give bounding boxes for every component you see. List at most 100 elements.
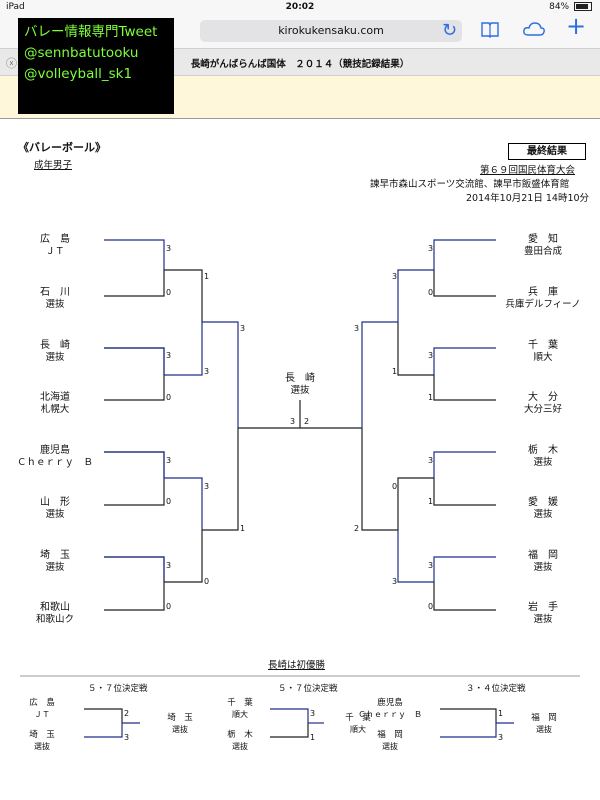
team-pref: 愛 知 (528, 234, 558, 245)
right-r1-score: 0 (428, 602, 434, 611)
placement-top-score: 3 (310, 709, 316, 718)
right-team-6: 愛 媛選抜 (498, 497, 588, 521)
team-name: 選抜 (533, 509, 553, 520)
team-pref: 岩 手 (528, 602, 558, 613)
team-name: 選抜 (382, 742, 398, 751)
date-time: 2014年10月21日 14時10分 (466, 193, 590, 204)
team-name: 順大 (350, 725, 366, 734)
left-r1-score: 0 (166, 288, 172, 297)
left-team-3: 長 崎選抜 (10, 340, 100, 364)
team-pref: 栃 木 (528, 445, 558, 456)
reload-icon[interactable]: ↻ (442, 20, 458, 41)
placement-bottom-team: 栃 木選抜 (200, 730, 280, 752)
team-name: ＪＴ (34, 710, 50, 719)
right-r1-score: 3 (428, 244, 434, 253)
champion-label: 長 崎 選抜 (255, 373, 345, 397)
champion-note: 長崎は初優勝 (268, 660, 326, 671)
team-pref: 埼 玉 (167, 713, 193, 723)
right-team-7: 福 岡選抜 (498, 550, 588, 574)
right-team-2: 兵 庫兵庫デルフィーノ (498, 287, 588, 311)
left-r2-score: 1 (204, 272, 210, 281)
final-score-left: 3 (290, 417, 296, 426)
left-r1-score: 3 (166, 561, 172, 570)
team-pref: 埼 玉 (29, 730, 55, 740)
overlay-line-2: @sennbatutooku (24, 45, 139, 61)
placement-bottom-team: 埼 玉選抜 (2, 730, 82, 752)
champion-team: 選抜 (290, 385, 310, 396)
new-tab-icon[interactable]: + (566, 12, 587, 40)
team-pref: 北海道 (40, 392, 70, 403)
team-name: 選抜 (45, 509, 65, 520)
overlay-line-3: @volleyball_sk1 (24, 66, 133, 82)
team-name: 兵庫デルフィーノ (505, 299, 581, 310)
left-r1-score: 0 (166, 497, 172, 506)
team-pref: 福 岡 (377, 730, 403, 740)
team-pref: 福 岡 (528, 550, 558, 561)
team-pref: 鹿児島 (40, 445, 70, 456)
placement-bottom-team: 福 岡選抜 (350, 730, 430, 752)
placement-top-team: 千 葉順大 (200, 698, 280, 720)
close-tab-icon[interactable]: ⓧ (6, 57, 17, 70)
right-r1-score: 3 (428, 456, 434, 465)
battery-icon (574, 2, 592, 11)
placement-winner: 千 葉順大 (318, 713, 398, 735)
placement-winner: 福 岡選抜 (504, 713, 584, 735)
placement-top-team: 広 島 ＪＴ (2, 698, 82, 720)
team-name: 選抜 (45, 352, 65, 363)
left-r1-score: 0 (166, 602, 172, 611)
placement-winner: 埼 玉選抜 (140, 713, 220, 735)
right-r1-score: 1 (428, 393, 434, 402)
address-bar[interactable]: kirokukensaku.com (200, 20, 462, 42)
team-name: 順大 (232, 710, 248, 719)
right-sf-score: 2 (354, 524, 360, 533)
placement-title: ３・４位決定戦 (466, 684, 526, 694)
team-name: 選抜 (45, 562, 65, 573)
left-r2-score: 0 (204, 577, 210, 586)
right-team-8: 岩 手選抜 (498, 602, 588, 626)
team-name: 選抜 (533, 614, 553, 625)
team-name: 選抜 (45, 299, 65, 310)
right-sf-score: 3 (354, 324, 360, 333)
team-name: 豊田合成 (523, 246, 562, 257)
left-team-8: 和歌山和歌山ク (10, 602, 100, 626)
placement-top-score: 1 (498, 709, 504, 718)
right-r1-score: 0 (428, 288, 434, 297)
clock: 20:02 (285, 2, 315, 12)
team-name: 選抜 (536, 725, 552, 734)
page-title: 《バレーボール》 (18, 141, 106, 154)
team-name: 順大 (533, 352, 553, 363)
placement-bottom-score: 3 (124, 733, 130, 742)
right-r1-score: 3 (428, 351, 434, 360)
left-r1-score: 3 (166, 351, 172, 360)
team-name: 選抜 (533, 457, 553, 468)
right-team-3: 千 葉順大 (498, 340, 588, 364)
left-team-4: 北海道札幌大 (10, 392, 100, 416)
tab-title[interactable]: 長崎がんばらんば国体 ２０１４（競技記録結果） (190, 59, 410, 70)
placement-bottom-score: 1 (310, 733, 316, 742)
placement-title: ５・７位決定戦 (88, 684, 148, 694)
team-name: 和歌山ク (35, 614, 74, 625)
final-score-right: 2 (304, 417, 310, 426)
team-name: 選抜 (232, 742, 248, 751)
bookmarks-icon[interactable] (480, 20, 500, 43)
team-pref: 広 島 (29, 698, 55, 708)
placement-top-score: 2 (124, 709, 130, 718)
right-r1-score: 3 (428, 561, 434, 570)
cloud-tabs-icon[interactable] (522, 20, 546, 43)
team-name: 選抜 (34, 742, 50, 751)
team-pref: 栃 木 (227, 730, 253, 740)
team-pref: 愛 媛 (528, 497, 558, 508)
left-team-2: 石 川選抜 (10, 287, 100, 311)
right-team-1: 愛 知豊田合成 (498, 234, 588, 258)
right-r2-score: 1 (392, 367, 398, 376)
team-pref: 大 分 (528, 392, 558, 403)
left-r2-score: 3 (204, 482, 210, 491)
team-pref: 千 葉 (528, 340, 558, 351)
champion-pref: 長 崎 (285, 373, 315, 384)
status-bar: iPad 20:02 84% (0, 0, 600, 16)
right-team-5: 栃 木選抜 (498, 445, 588, 469)
final-result-box: 最終結果 (508, 143, 586, 160)
